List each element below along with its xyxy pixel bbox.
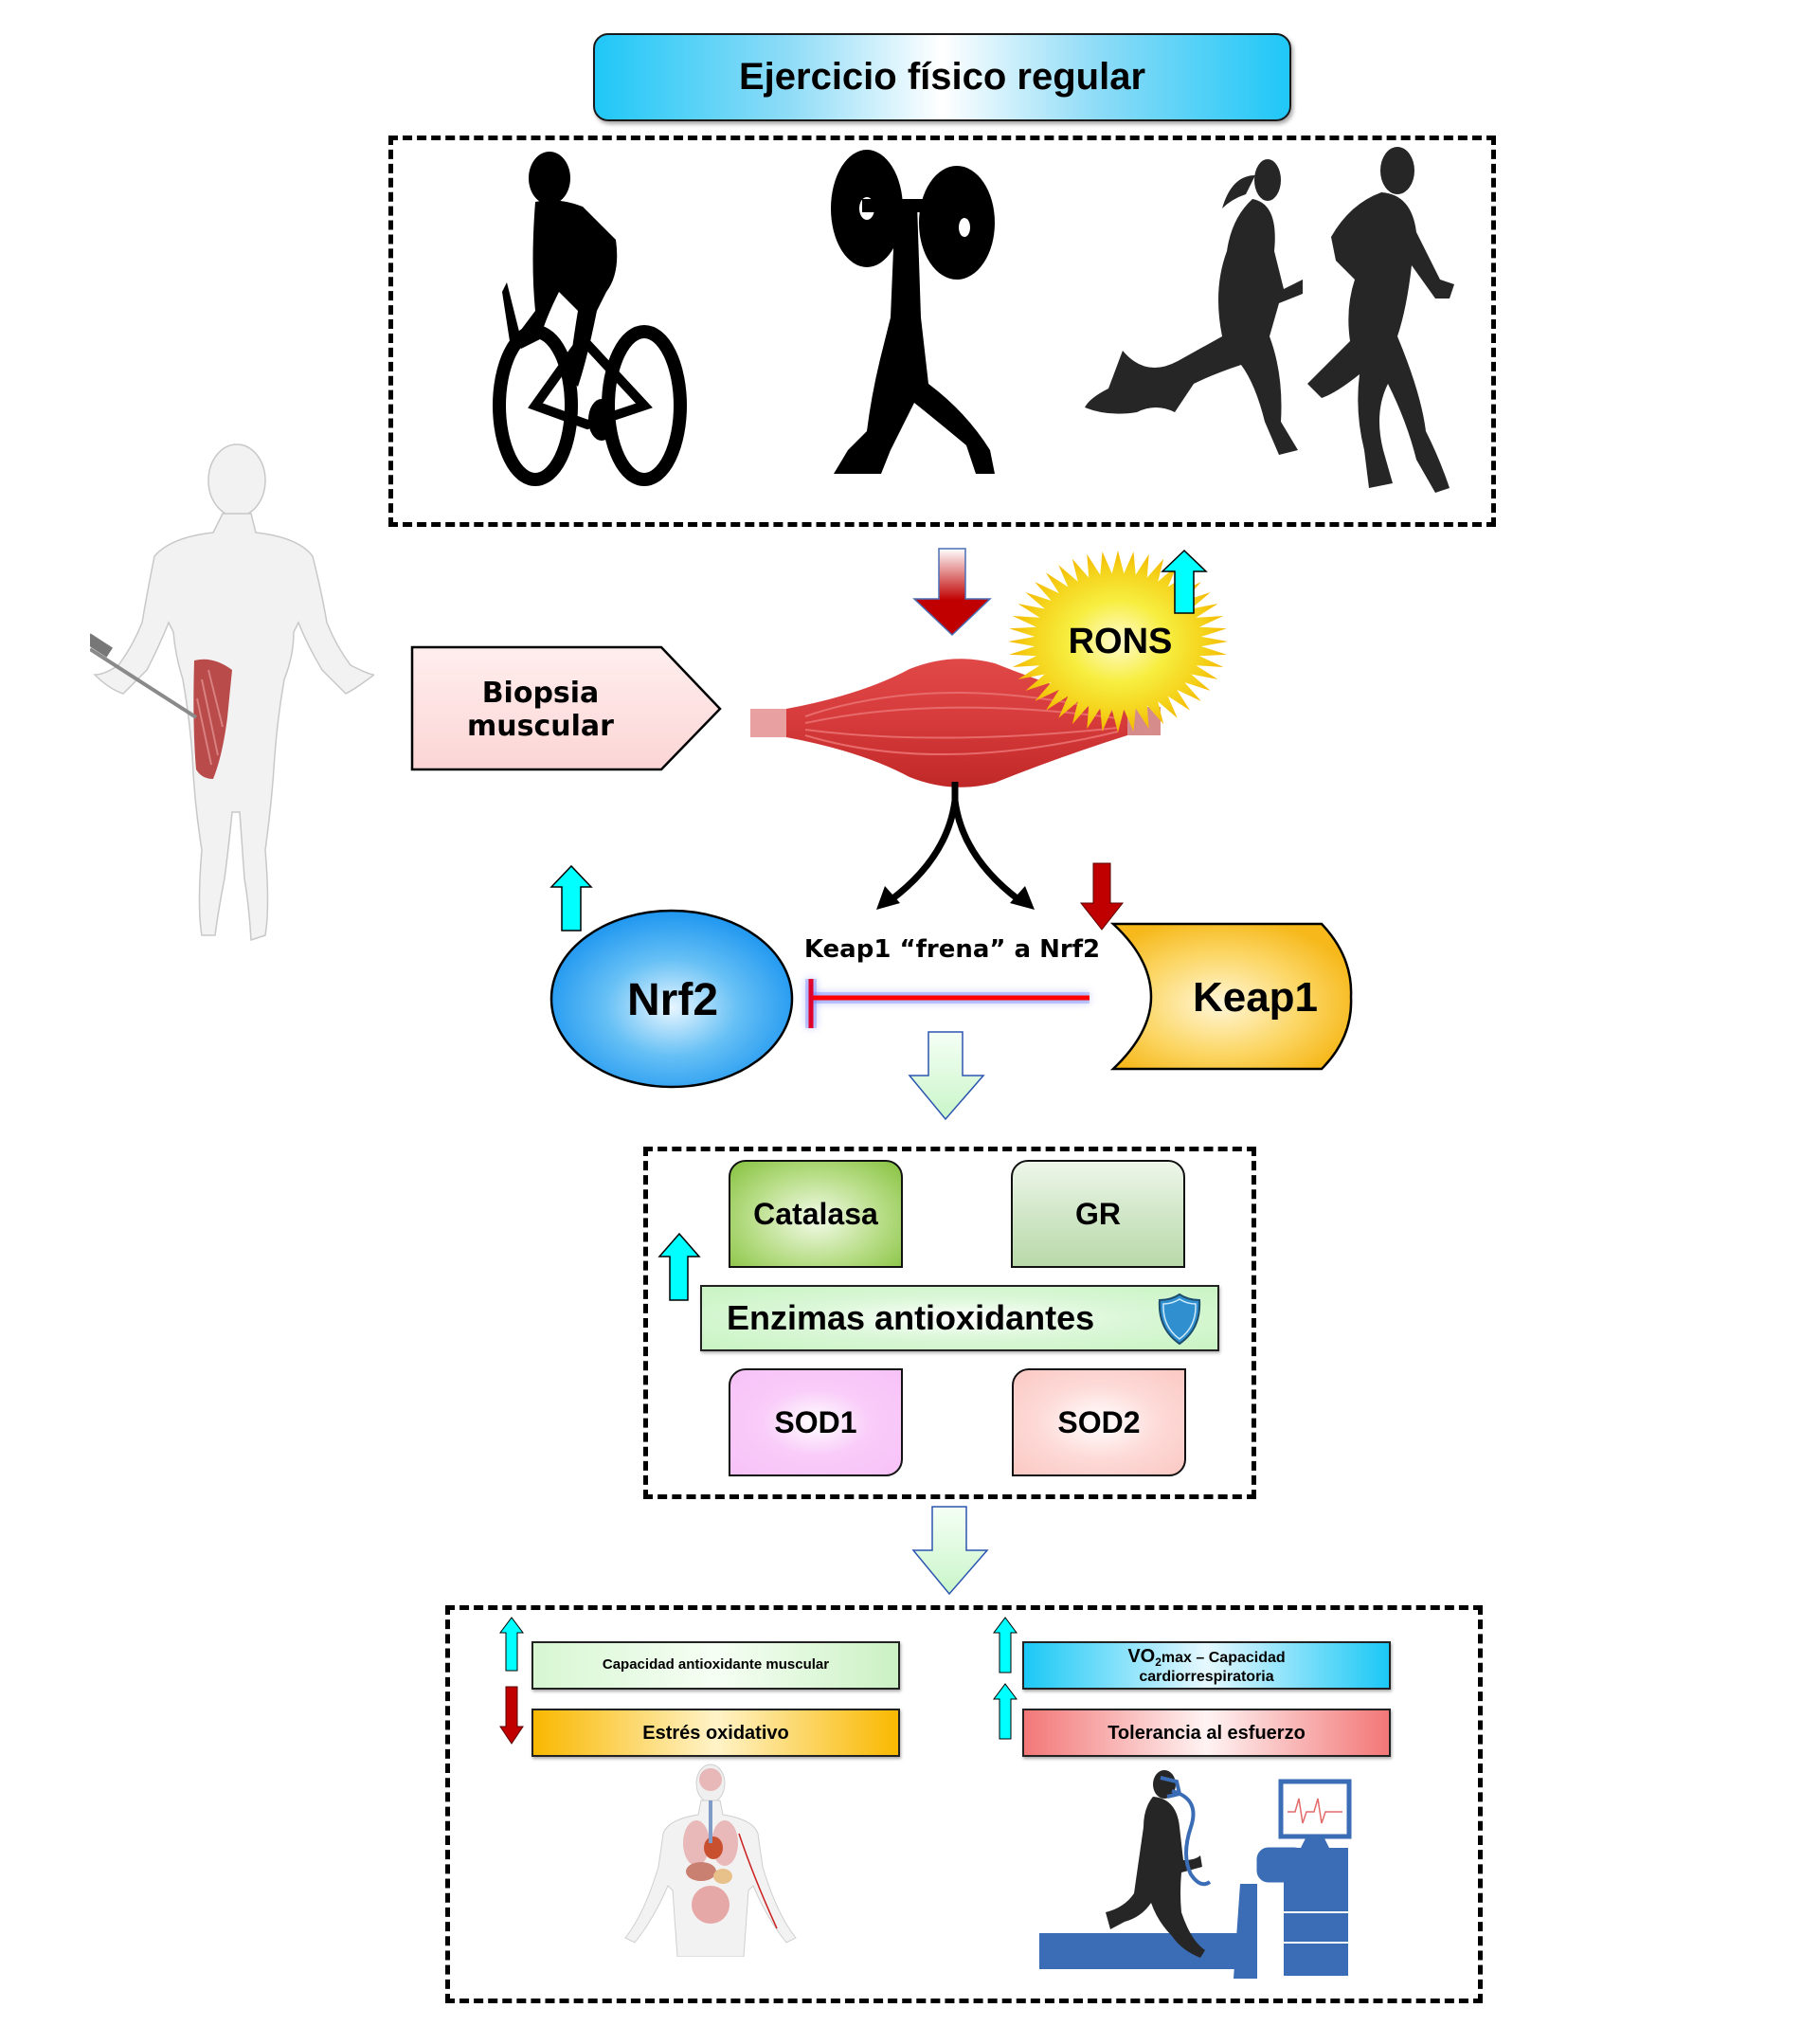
vo2-text: VO [1127, 1645, 1156, 1667]
outcome-vo2max: VO2max – Capacidad cardiorrespiratoria [1022, 1641, 1391, 1690]
vo2-line2: cardiorrespiratoria [1139, 1668, 1274, 1685]
keap1-node [1109, 922, 1353, 1071]
down-arrow-icon [912, 548, 992, 637]
up-arrow-icon [993, 1683, 1018, 1740]
outcome-label: Capacidad antioxidante muscular [602, 1656, 830, 1673]
vo2-subscript: 2 [1155, 1655, 1162, 1669]
inhibition-label: Keap1 “frena” a Nrf2 [803, 935, 1101, 964]
enzyme-label: Catalasa [753, 1196, 878, 1231]
enzyme-label: SOD1 [774, 1404, 857, 1439]
anatomy-organs-figure [624, 1764, 797, 1957]
flow-arrow-down-icon [911, 1506, 989, 1596]
down-arrow-icon [1079, 862, 1125, 931]
enzyme-label: SOD2 [1057, 1404, 1141, 1439]
enzymes-title-bar: Enzimas antioxidantes [700, 1285, 1219, 1351]
title-box: Ejercicio físico regular [593, 33, 1291, 121]
enzyme-catalasa: Catalasa [729, 1160, 903, 1268]
exercise-panel [388, 136, 1496, 527]
up-arrow-icon [993, 1617, 1018, 1673]
outcome-label: Estrés oxidativo [642, 1722, 789, 1744]
title-text: Ejercicio físico regular [738, 56, 1146, 98]
outcomes-panel [445, 1605, 1483, 2003]
enzyme-sod1: SOD1 [729, 1368, 903, 1476]
up-arrow-icon [657, 1232, 701, 1301]
nrf2-node [549, 909, 794, 1089]
outcome-effort-tolerance: Tolerancia al esfuerzo [1022, 1709, 1391, 1757]
rons-burst-icon [1008, 551, 1228, 733]
biopsy-label-shape [410, 645, 722, 771]
inhibition-line-icon [805, 979, 1090, 1028]
outcome-antioxidant-capacity: Capacidad antioxidante muscular [531, 1641, 900, 1690]
split-arrows-icon [876, 782, 1035, 910]
shield-icon [1158, 1293, 1201, 1346]
treadmill-ergospirometry-figure [1039, 1770, 1352, 1979]
enzyme-label: GR [1075, 1196, 1121, 1231]
down-arrow-icon [499, 1686, 524, 1745]
flow-arrow-down-icon [908, 1031, 985, 1121]
up-arrow-icon [549, 864, 593, 932]
runners-icon [1085, 147, 1454, 493]
enzymes-panel [643, 1147, 1256, 1499]
cyclist-icon [493, 152, 687, 486]
rons-star-shape [1008, 551, 1228, 733]
up-arrow-icon [499, 1617, 524, 1672]
vo2-line1: VO2max – Capacidad [1127, 1646, 1285, 1669]
weightlifter-icon [831, 150, 995, 474]
enzyme-gr: GR [1011, 1160, 1185, 1268]
nrf2-label: Nrf2 [626, 974, 719, 1025]
keap1-label: Keap1 [1192, 974, 1319, 1021]
up-arrow-icon [1161, 549, 1208, 614]
outcome-label: Tolerancia al esfuerzo [1108, 1722, 1306, 1744]
muscle-icon [750, 659, 1161, 787]
human-biopsy-figure [90, 443, 374, 942]
enzyme-sod2: SOD2 [1012, 1368, 1186, 1476]
vo2-rest: max – Capacidad [1161, 1649, 1286, 1666]
rons-label: RONS [1068, 622, 1173, 661]
biopsy-label: Biopsia muscular [467, 677, 614, 743]
outcome-oxidative-stress: Estrés oxidativo [531, 1709, 900, 1757]
enzymes-title: Enzimas antioxidantes [727, 1298, 1095, 1337]
